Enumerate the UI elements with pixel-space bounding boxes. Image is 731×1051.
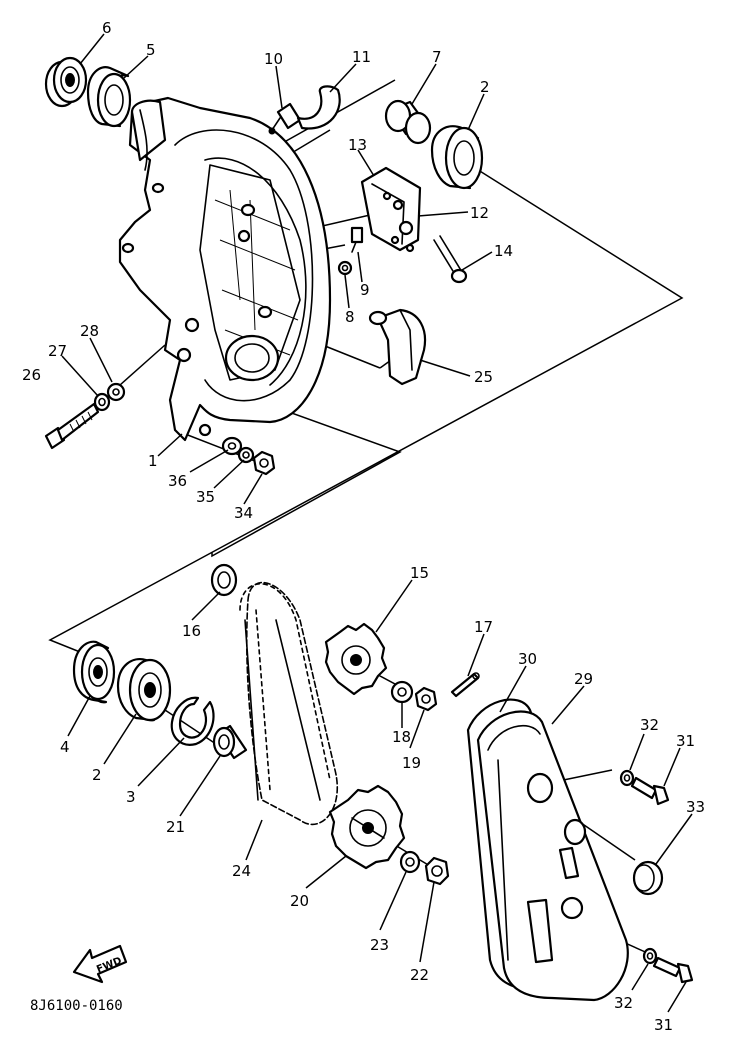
callout-26: 26 bbox=[22, 366, 41, 384]
callout-2-top: 2 bbox=[480, 78, 490, 96]
bolt-26 bbox=[44, 402, 100, 450]
callout-25: 25 bbox=[474, 368, 493, 386]
lock-washer-35 bbox=[237, 446, 255, 464]
circlip-3 bbox=[170, 696, 215, 746]
callout-32-bottom: 32 bbox=[614, 994, 633, 1012]
callout-28: 28 bbox=[80, 322, 99, 340]
callout-13: 13 bbox=[348, 136, 367, 154]
callout-15: 15 bbox=[410, 564, 429, 582]
callout-7: 7 bbox=[432, 48, 442, 66]
callout-31-top: 31 bbox=[676, 732, 695, 750]
oil-seal-6 bbox=[44, 56, 88, 108]
drive-sprocket-15 bbox=[324, 622, 388, 696]
plug-33 bbox=[632, 860, 664, 896]
bearing-2-lower bbox=[116, 658, 172, 722]
chaincase-housing bbox=[118, 96, 332, 442]
callout-16: 16 bbox=[182, 622, 201, 640]
callout-33: 33 bbox=[686, 798, 705, 816]
callout-20: 20 bbox=[290, 892, 309, 910]
callout-12: 12 bbox=[470, 204, 489, 222]
bearing-2-top bbox=[430, 125, 484, 190]
nut-22 bbox=[424, 856, 450, 886]
washer-28 bbox=[106, 382, 126, 402]
lock-washer-27 bbox=[93, 392, 111, 412]
callout-17: 17 bbox=[474, 618, 493, 636]
breather-fitting-10 bbox=[268, 102, 302, 135]
callout-21: 21 bbox=[166, 818, 185, 836]
washer-18 bbox=[390, 680, 414, 704]
callout-35: 35 bbox=[196, 488, 215, 506]
oil-seal-4 bbox=[72, 640, 116, 704]
callout-19: 19 bbox=[402, 754, 421, 772]
castle-nut-19 bbox=[414, 686, 438, 712]
callout-22: 22 bbox=[410, 966, 429, 984]
driven-sprocket-20 bbox=[328, 784, 406, 870]
callout-8: 8 bbox=[345, 308, 355, 326]
collar-16 bbox=[210, 563, 238, 597]
callout-34: 34 bbox=[234, 504, 253, 522]
callout-leaders bbox=[61, 33, 693, 1013]
washer-8 bbox=[337, 260, 353, 276]
bolt-31-bottom bbox=[652, 956, 694, 984]
bolt-31-top bbox=[630, 776, 670, 806]
callout-31-bottom: 31 bbox=[654, 1016, 673, 1034]
callout-4: 4 bbox=[60, 738, 70, 756]
diagram-reference-code: 8J6100-0160 bbox=[30, 998, 123, 1014]
drive-chain-24 bbox=[239, 581, 339, 826]
washer-23 bbox=[399, 850, 421, 874]
callout-1: 1 bbox=[148, 452, 158, 470]
washer-32-top bbox=[619, 769, 635, 787]
callout-27: 27 bbox=[48, 342, 67, 360]
callout-2-lower: 2 bbox=[92, 766, 102, 784]
callout-36: 36 bbox=[168, 472, 187, 490]
callout-9: 9 bbox=[360, 281, 370, 299]
callout-3: 3 bbox=[126, 788, 136, 806]
callout-14: 14 bbox=[494, 242, 513, 260]
callout-18: 18 bbox=[392, 728, 411, 746]
callout-labels: 6 5 10 11 7 2 13 12 14 9 8 25 28 27 26 1… bbox=[22, 19, 705, 1034]
breather-hose-11 bbox=[296, 85, 341, 130]
tensioner-bracket-13 bbox=[360, 166, 422, 253]
cotter-pin-17 bbox=[450, 672, 480, 698]
bolt-9 bbox=[350, 226, 364, 253]
callout-23: 23 bbox=[370, 936, 389, 954]
tensioner-slider-25 bbox=[368, 308, 427, 386]
callout-24: 24 bbox=[232, 862, 251, 880]
callout-30: 30 bbox=[518, 650, 537, 668]
washer-32-bottom bbox=[642, 947, 658, 965]
bolt-14 bbox=[433, 235, 468, 284]
callout-11: 11 bbox=[352, 48, 371, 66]
nut-34 bbox=[252, 450, 276, 476]
callout-5: 5 bbox=[146, 41, 156, 59]
chaincase-cover-29 bbox=[476, 710, 629, 1002]
collar-21 bbox=[212, 724, 248, 760]
callout-6: 6 bbox=[102, 19, 112, 37]
forward-arrow-icon: FWD bbox=[72, 944, 128, 984]
collar-7 bbox=[384, 99, 432, 145]
callout-32-top: 32 bbox=[640, 716, 659, 734]
bearing-5 bbox=[86, 66, 132, 128]
callout-10: 10 bbox=[264, 50, 283, 68]
callout-29: 29 bbox=[574, 670, 593, 688]
